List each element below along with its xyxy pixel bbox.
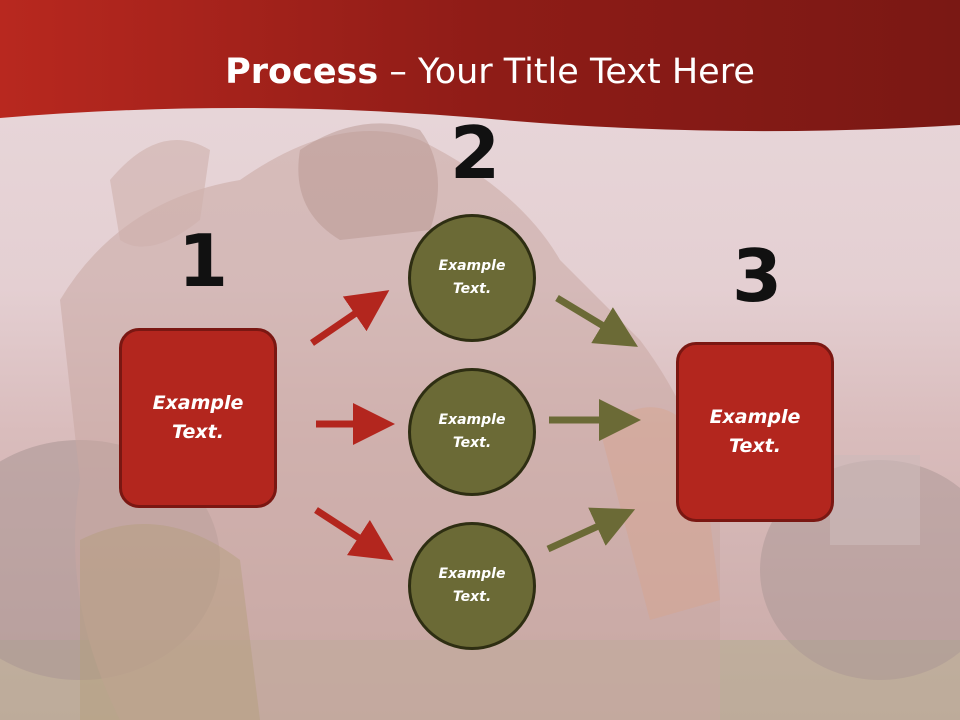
step-2-circle-top: Example Text. <box>408 214 536 342</box>
circle-1-text: Example Text. <box>438 258 506 297</box>
title-rest: – Your Title Text Here <box>378 52 755 92</box>
step-3-text: Example Text. <box>709 406 801 457</box>
step-3-box: Example Text. <box>676 342 834 522</box>
title-bold: Process <box>225 52 379 92</box>
step-number-3: 3 <box>732 234 783 318</box>
slide-title: Process – Your Title Text Here <box>0 52 960 92</box>
step-2-circle-bottom: Example Text. <box>408 522 536 650</box>
circle-2-text: Example Text. <box>438 412 506 451</box>
step-number-1: 1 <box>178 219 229 303</box>
step-1-box: Example Text. <box>119 328 277 508</box>
step-1-text: Example Text. <box>152 392 244 443</box>
step-2-circle-middle: Example Text. <box>408 368 536 496</box>
step-number-2: 2 <box>450 111 501 195</box>
header-band <box>0 0 960 132</box>
circle-3-text: Example Text. <box>438 566 506 605</box>
